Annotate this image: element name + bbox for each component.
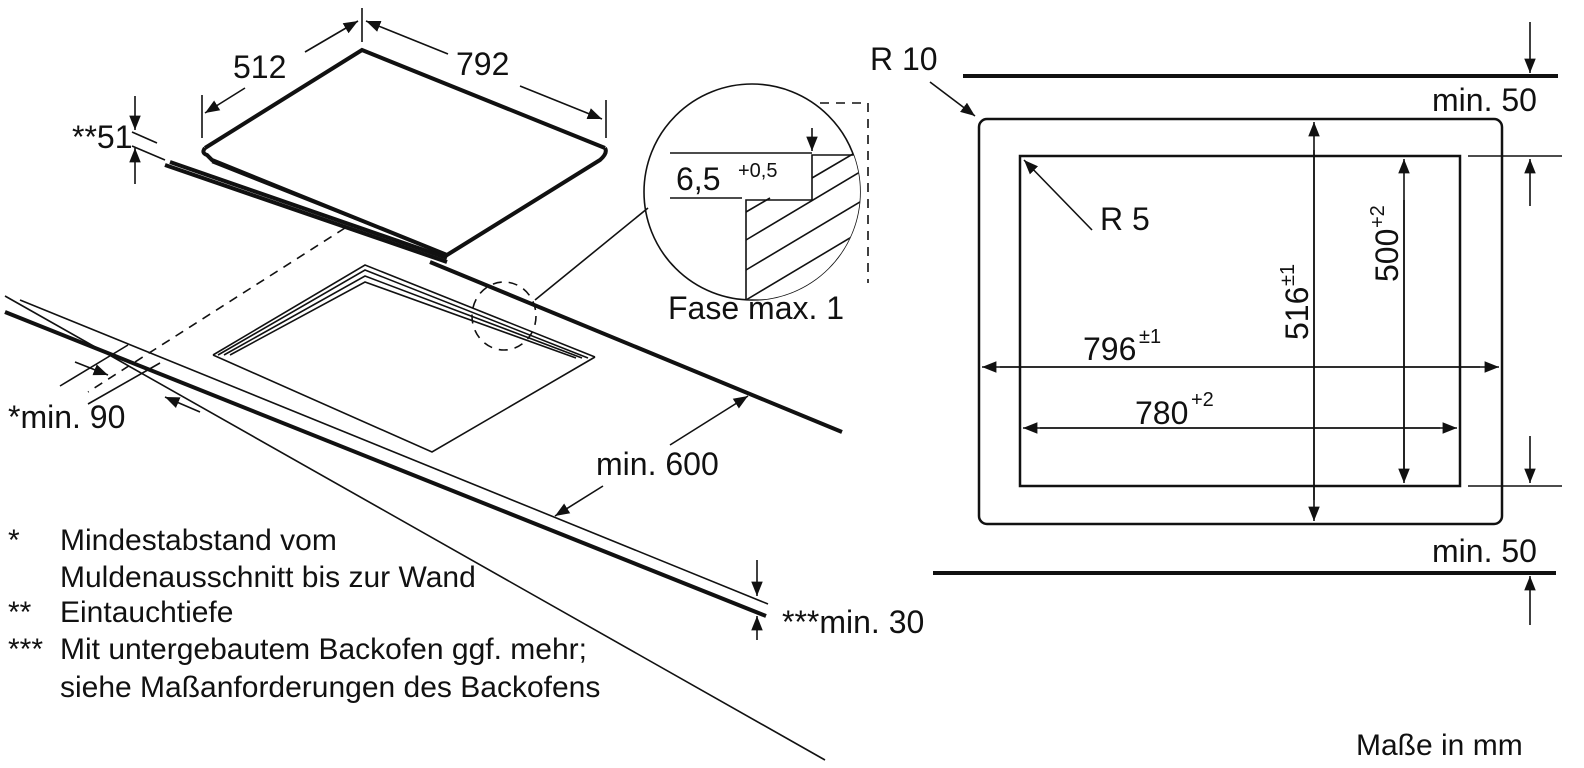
footnote-marker-3: ***	[8, 633, 43, 666]
label-inner-depth-tolerance: +2	[1367, 205, 1389, 228]
label-hob-depth: 512	[233, 49, 286, 85]
footnote-1-line-2: Muldenausschnitt bis zur Wand	[60, 561, 476, 594]
footnote-marker-2: **	[8, 596, 32, 629]
inner-cutout	[1018, 154, 1462, 488]
label-hob-width: 792	[456, 46, 509, 82]
dimension-hob-width: 792	[365, 20, 607, 138]
cutout-view: R 10 R 5 516 ±1 500 +2 796 ±1 780 +2 min…	[870, 22, 1562, 625]
label-min-counter-depth: min. 600	[596, 446, 719, 482]
label-outer-radius: R 10	[870, 41, 938, 77]
label-chamfer-note: Fase max. 1	[668, 290, 844, 326]
label-rebate-tolerance: +0,5	[738, 160, 777, 182]
detail-view: 6,5 +0,5 Fase max. 1	[643, 83, 869, 326]
footnote-1-line-1: Mindestabstand vom	[60, 524, 337, 557]
label-inner-radius: R 5	[1100, 201, 1150, 237]
label-inner-depth: 500	[1369, 229, 1405, 282]
dimension-hob-depth: 512	[201, 8, 363, 138]
label-min-wall-distance: *min. 90	[8, 399, 125, 435]
footnotes: * Mindestabstand vom Muldenausschnitt bi…	[8, 524, 600, 704]
footnote-marker-1: *	[8, 524, 20, 557]
footnote-3-line-2: siehe Maßanforderungen des Backofens	[60, 671, 600, 704]
label-outer-depth-tolerance: ±1	[1277, 264, 1299, 286]
dimension-min-counter-depth: min. 600	[554, 395, 749, 517]
label-immersion-depth: **51	[72, 119, 133, 155]
countertop	[4, 260, 843, 761]
label-outer-width: 796	[1083, 331, 1136, 367]
perspective-view: 512 792 **51	[4, 8, 924, 761]
label-outer-width-tolerance: ±1	[1139, 326, 1161, 348]
label-rebate-value: 6,5	[676, 161, 720, 197]
outer-cutout	[977, 117, 1504, 526]
label-outer-depth: 516	[1279, 287, 1315, 340]
footnote-2-line-1: Eintauchtiefe	[60, 596, 233, 629]
label-min-front-distance: min. 50	[1432, 533, 1537, 569]
wall-projection-line	[87, 227, 346, 393]
detail-marker-circle	[471, 281, 537, 351]
label-min-back-distance: min. 50	[1432, 82, 1537, 118]
dimension-min-wall-distance: *min. 90	[8, 344, 201, 435]
footnote-3-line-1: Mit untergebautem Backofen ggf. mehr;	[60, 633, 587, 666]
label-inner-width: 780	[1135, 395, 1188, 431]
countertop-cutout	[212, 207, 649, 453]
label-inner-width-tolerance: +2	[1191, 389, 1214, 411]
label-min-counter-thickness: ***min. 30	[782, 604, 924, 640]
dimension-min-counter-thickness: ***min. 30	[751, 560, 924, 640]
units-note: Maße in mm	[1356, 729, 1523, 762]
hob-plate	[164, 47, 608, 264]
dimension-immersion-depth: **51	[72, 96, 166, 184]
